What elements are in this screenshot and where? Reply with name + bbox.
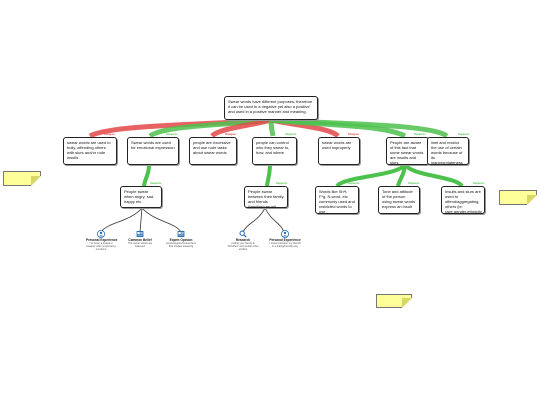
reason-tone-attitude-text: Tone and attitude of the person using sw… (382, 189, 416, 209)
objection-improper-text: swear words are used improperly (322, 140, 352, 150)
reason-family-friends[interactable]: People swear between their family and fr… (244, 186, 288, 208)
link-branch4-sub (265, 163, 272, 187)
objection-excessive[interactable]: people are excessive and use rude tasks … (189, 137, 237, 165)
tag-reason-control: Supports (285, 133, 297, 136)
reason-insults-slurs[interactable]: Insults and slurs are used to offend/agg… (441, 186, 485, 214)
evidence-personal-experience-2[interactable]: Personal Experience I swear between my f… (268, 230, 302, 248)
link-subleft-ev2 (139, 207, 143, 233)
evidence-sub: polling your family & "Ricoffee" and sim… (227, 242, 259, 252)
reason-limit-restrict-text: limit and restrict the use of certain wo… (431, 140, 463, 165)
reason-restricted-words[interactable]: Words like Sh*t, F*g, N-word, etc common… (315, 186, 359, 214)
sticky-note-left[interactable] (3, 171, 41, 186)
reason-restricted-words-text: Words like Sh*t, F*g, N-word, etc common… (319, 189, 355, 214)
reason-tone-attitude[interactable]: Tone and attitude of the person using sw… (378, 186, 420, 214)
magnifier-icon (239, 230, 247, 238)
reason-swear-when-emotional-text: People swear when angry, sad, happy etc (124, 189, 155, 204)
evidence-sub: The swear words are believed (127, 242, 153, 249)
tag-sub-right-1: Supports (348, 182, 360, 185)
link-branch6-sub1 (335, 162, 407, 188)
objection-bully-text: swear words are used to bully, offending… (67, 140, 111, 160)
reason-aware-insults[interactable]: People are aware of this fact that some … (386, 137, 429, 165)
link-subleft-ev3 (141, 207, 182, 233)
tag-sub-right-3: Supports (473, 182, 485, 185)
tag-objection-excessive: Disagree (225, 133, 236, 136)
reason-aware-insults-text: People are aware of this fact that some … (390, 140, 424, 165)
reason-limit-restrict[interactable]: limit and restrict the use of certain wo… (427, 137, 469, 165)
evidence-common-belief[interactable]: Common Belief The swear words are believ… (125, 230, 155, 248)
tag-reason-emotional: Supports (166, 133, 178, 136)
reason-family-friends-text: People swear between their family and fr… (248, 189, 284, 208)
tag-sub-mid: Supports (276, 182, 288, 185)
evidence-sub: psychologists/researchers that studies s… (166, 242, 196, 249)
link-subleft-ev1 (100, 207, 143, 233)
root-claim[interactable]: Swear words have different purposes, the… (224, 96, 318, 120)
sticky-note-bottom[interactable] (376, 294, 412, 308)
note-fold (31, 176, 41, 186)
evidence-personal-experience-1[interactable]: Personal Experience I've been a frequent… (86, 230, 118, 252)
evidence-title: Personal Experience (86, 238, 118, 242)
evidence-title: Personal Experience (269, 238, 301, 242)
reason-swear-when-emotional[interactable]: People swear when angry, sad, happy etc (120, 186, 162, 208)
person-icon (281, 230, 289, 238)
reason-emotional-expression-text: Swear words are used for emotional expre… (131, 140, 175, 150)
person-icon (97, 230, 105, 238)
reason-insults-slurs-text: Insults and slurs are used to offend/agg… (445, 189, 482, 214)
evidence-sub: I swear between my friends in a joking/f… (269, 242, 301, 249)
reason-control[interactable]: people can control who they swear to, ho… (252, 137, 297, 165)
tag-sub-left: Supports (150, 182, 162, 185)
tag-objection-bully: Disagree (104, 133, 115, 136)
link-root-branch-3 (210, 117, 272, 139)
link-branch6-sub3 (403, 162, 464, 188)
note-fold (527, 195, 537, 205)
note-fold (402, 298, 412, 308)
link-submid-ev1 (242, 207, 266, 233)
evidence-title: Research (235, 238, 251, 242)
evidence-expert-opinion[interactable]: Expert Opinion psychologists/researchers… (164, 230, 198, 248)
link-submid-ev2 (264, 207, 285, 233)
objection-bully[interactable]: swear words are used to bully, offending… (63, 137, 117, 165)
reason-emotional-expression[interactable]: Swear words are used for emotional expre… (127, 137, 179, 165)
objection-excessive-text: people are excessive and use rude tasks … (193, 140, 231, 155)
newspaper-icon (136, 231, 144, 237)
sticky-note-right[interactable] (499, 190, 537, 205)
tag-reason-aware: Supports (414, 133, 426, 136)
link-root-branch-7 (270, 117, 449, 139)
newspaper-icon (177, 231, 185, 237)
objection-improper[interactable]: swear words are used improperly (318, 137, 360, 165)
tag-sub-right-2: Supports (408, 182, 420, 185)
reason-control-text: people can control who they swear to, ho… (256, 140, 290, 155)
link-branch2-sub (142, 164, 151, 187)
tag-reason-limit: Supports (458, 133, 470, 136)
evidence-research[interactable]: Research polling your family & "Ricoffee… (226, 230, 260, 252)
evidence-title: Expert Opinion (169, 238, 193, 242)
evidence-sub: I've been a frequent swearer when expres… (86, 242, 116, 252)
tag-objection-improper: Disagree (348, 133, 359, 136)
evidence-title: Common Belief (128, 238, 152, 242)
